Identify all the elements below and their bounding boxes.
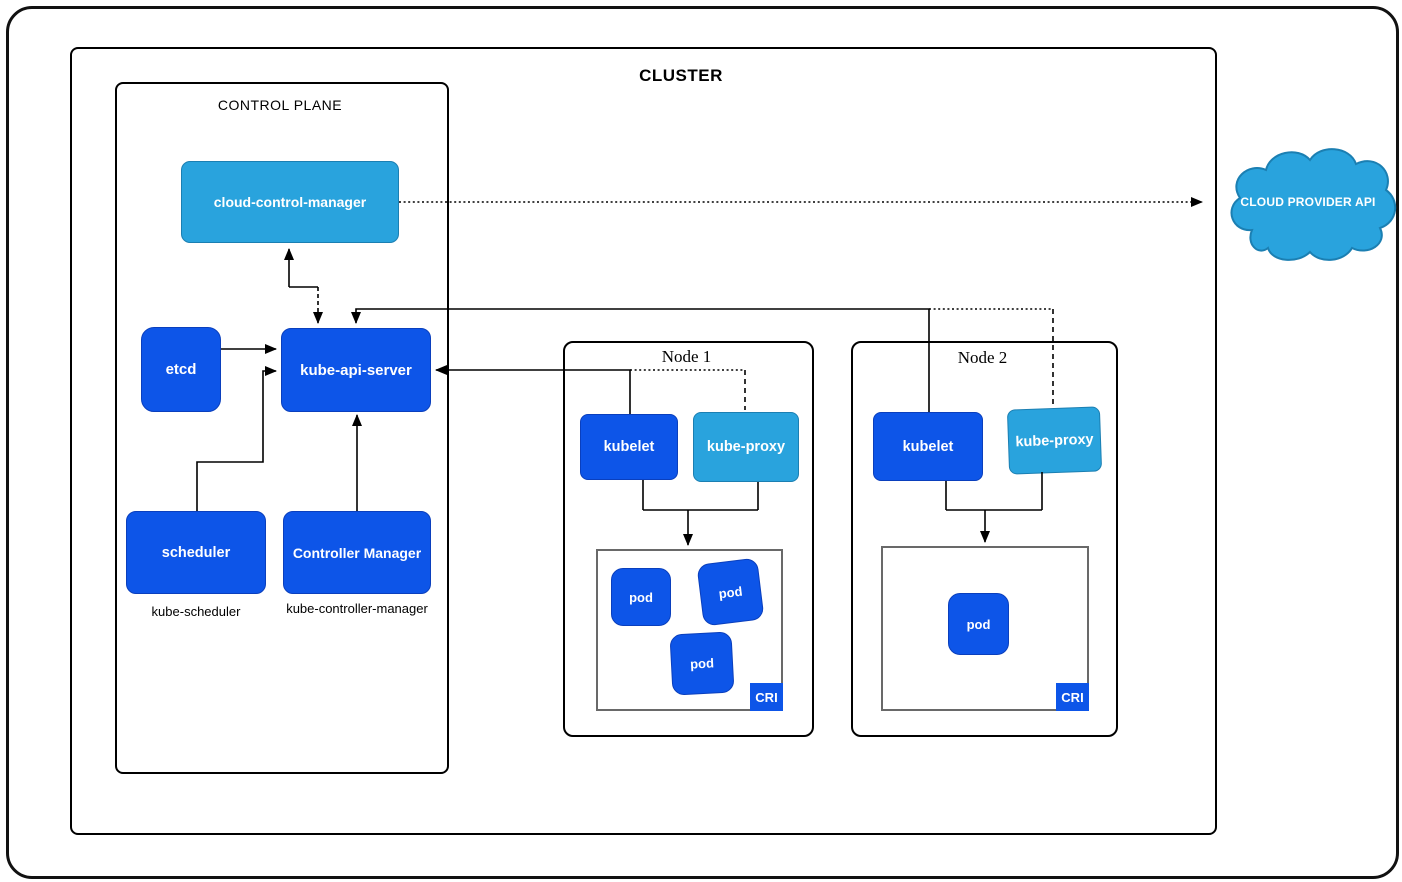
node2-pod: pod <box>948 593 1009 655</box>
node1-pod: pod <box>611 568 671 626</box>
kube-scheduler-caption: kube-scheduler <box>151 604 241 619</box>
cluster-container <box>70 47 1217 835</box>
node2-container <box>851 341 1118 737</box>
node1-pod: pod <box>696 557 765 627</box>
kube-api-server-box: kube-api-server <box>281 328 431 412</box>
node2-cri-badge: CRI <box>1056 683 1089 711</box>
scheduler-box: scheduler <box>126 511 266 594</box>
control-plane-title: CONTROL PLANE <box>217 97 343 113</box>
cloud-provider-api-shape <box>1230 148 1396 261</box>
node2-kube-proxy-box: kube-proxy <box>1006 406 1103 475</box>
control-plane-container <box>115 82 449 774</box>
page-border <box>6 6 1399 879</box>
node2-pods-container: CRI <box>881 546 1089 711</box>
node1-cri-badge: CRI <box>750 683 783 711</box>
node1-pod: pod <box>669 631 735 696</box>
etcd-box: etcd <box>141 327 221 412</box>
node2-kubelet-box: kubelet <box>873 412 983 481</box>
node1-kubelet-box: kubelet <box>580 414 678 480</box>
node2-title: Node 2 <box>957 348 1008 367</box>
node1-title: Node 1 <box>661 347 712 366</box>
cloud-provider-api-label: CLOUD PROVIDER API <box>1240 195 1376 209</box>
cluster-title: CLUSTER <box>639 66 723 85</box>
kube-controller-manager-caption: kube-controller-manager <box>286 601 428 616</box>
cloud-icon <box>1230 148 1396 261</box>
cloud-control-manager-box: cloud-control-manager <box>181 161 399 243</box>
controller-manager-box: Controller Manager <box>283 511 431 594</box>
node1-kube-proxy-box: kube-proxy <box>693 412 799 482</box>
